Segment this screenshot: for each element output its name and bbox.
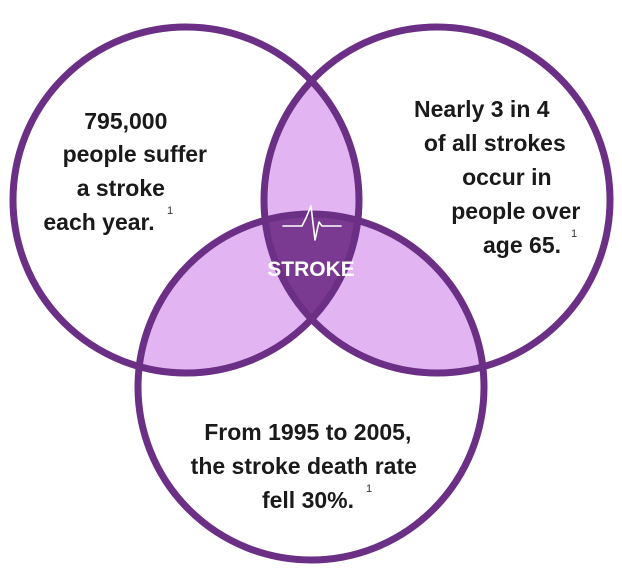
outline-bottom: [134, 210, 488, 564]
outline-top-left: [9, 23, 363, 377]
top-left-line-1: 795,000: [84, 108, 167, 134]
bottom-line-1: From 1995 to 2005,: [204, 419, 411, 445]
top-right-line-3: occur in: [462, 164, 551, 190]
lens-right: [264, 214, 484, 373]
top-left-footnote: 1: [167, 205, 173, 217]
outline-top-right: [260, 23, 614, 377]
top-right-line-1: Nearly 3 in 4: [414, 96, 550, 122]
top-left-line-3: a stroke: [77, 175, 165, 201]
heartbeat-pulse-icon: [282, 205, 342, 241]
bottom-line-2: the stroke death rate: [191, 453, 417, 479]
top-left-line-2: people suffer: [63, 141, 207, 167]
bottom-line-3: fell 30%.: [262, 487, 354, 513]
bottom-footnote: 1: [366, 483, 372, 495]
top-right-footnote: 1: [571, 228, 577, 240]
top-right-line-5: age 65.: [483, 232, 561, 258]
top-left-text: 795,000 people suffer a stroke each year…: [43, 108, 213, 235]
top-left-line-4: each year.: [43, 209, 154, 235]
top-right-line-2: of all strokes: [424, 130, 566, 156]
svg-text:Nearly 3 in 4 of all s: Nearly 3 in 4 of all strokes occur in pe…: [414, 96, 587, 258]
top-right-text: Nearly 3 in 4 of all strokes occur in pe…: [414, 96, 587, 258]
top-right-line-4: people over: [451, 198, 580, 224]
svg-text:From 1995 to 2005, the: From 1995 to 2005, the stroke death rate…: [191, 419, 424, 513]
lens-left: [138, 214, 359, 373]
center-label: STROKE: [267, 258, 355, 281]
bottom-text: From 1995 to 2005, the stroke death rate…: [191, 419, 424, 513]
svg-text:795,000 people suffer: 795,000 people suffer a stroke each year…: [43, 108, 213, 235]
